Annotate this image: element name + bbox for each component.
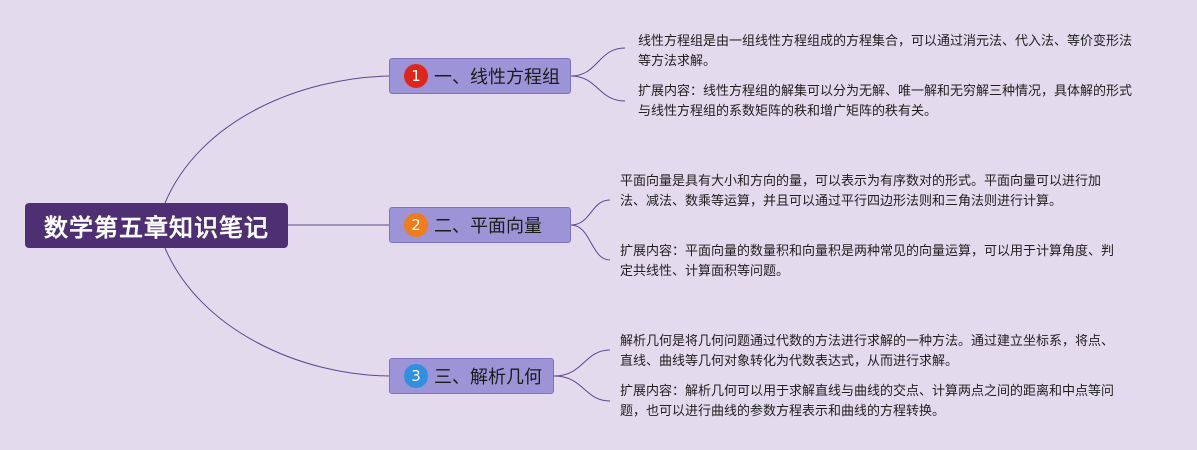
connector-branch-2-leaf-2 bbox=[570, 224, 611, 261]
number-badge-2-icon: 2 bbox=[404, 213, 428, 237]
leaf-3-2: 扩展内容：解析几何可以用于求解直线与曲线的交点、计算两点之间的距离和中点等问题，… bbox=[620, 384, 1115, 419]
number-badge-1-icon: 1 bbox=[404, 64, 428, 88]
leaf-2-1: 平面向量是具有大小和方向的量，可以表示为有序数对的形式。平面向量可以进行加法、减… bbox=[620, 174, 1102, 209]
leaf-1-2: 扩展内容：线性方程组的解集可以分为无解、唯一解和无穷解三种情况，具体解的形式与线… bbox=[638, 84, 1133, 119]
branch-topic-3[interactable]: 3 三、解析几何 bbox=[389, 358, 554, 394]
branch-topic-1[interactable]: 1 一、线性方程组 bbox=[389, 58, 571, 94]
branch-topic-1-label: 一、线性方程组 bbox=[434, 67, 560, 88]
root-topic-label: 数学第五章知识笔记 bbox=[44, 214, 269, 242]
connector-branch-1-leaf-2 bbox=[570, 75, 626, 102]
connector-root-branch-1 bbox=[164, 75, 390, 204]
connector-branch-3-leaf-1 bbox=[553, 349, 611, 377]
leaf-2-2: 扩展内容：平面向量的数量积和向量积是两种常见的向量运算，可以用于计算角度、判定共… bbox=[620, 244, 1115, 279]
root-topic[interactable]: 数学第五章知识笔记 bbox=[25, 203, 288, 248]
branch-topic-2-label: 二、平面向量 bbox=[434, 216, 542, 237]
branch-topic-2[interactable]: 2 二、平面向量 bbox=[389, 207, 571, 243]
connector-branch-2-leaf-1 bbox=[570, 199, 611, 226]
connector-root-branch-3 bbox=[164, 247, 390, 377]
leaf-3-1: 解析几何是将几何问题通过代数的方法进行求解的一种方法。通过建立坐标系，将点、直线… bbox=[620, 334, 1115, 369]
connector-branch-3-leaf-2 bbox=[553, 375, 611, 402]
leaf-1-1: 线性方程组是由一组线性方程组成的方程集合，可以通过消元法、代入法、等价变形法等方… bbox=[638, 34, 1133, 69]
branch-topic-3-label: 三、解析几何 bbox=[434, 367, 542, 388]
connector-branch-1-leaf-1 bbox=[570, 47, 626, 77]
number-badge-3-icon: 3 bbox=[404, 364, 428, 388]
